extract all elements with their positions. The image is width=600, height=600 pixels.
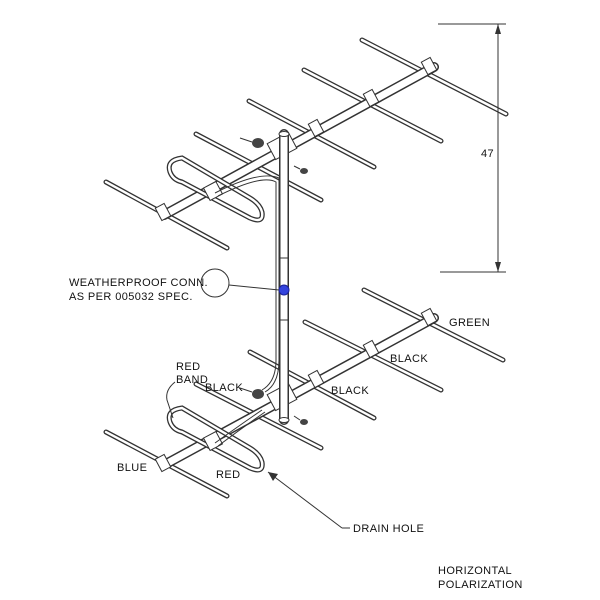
upper-boom-clamps: [154, 56, 438, 222]
weatherproof-callout: WEATHERPROOF CONN. AS PER 005032 SPEC.: [69, 268, 280, 303]
red-band-callout: RED BAND: [166, 361, 208, 419]
polarization-line1: HORIZONTAL: [438, 565, 512, 577]
red-band-label-line2: BAND: [176, 374, 208, 386]
lower-antenna: [103, 287, 506, 499]
drain-hole-label: DRAIN HOLE: [353, 523, 424, 535]
blue-label: BLUE: [117, 462, 147, 474]
weatherproof-label-line2: AS PER 005032 SPEC.: [69, 291, 193, 303]
polarization-line2: POLARIZATION: [438, 579, 523, 591]
dimension-label: 47: [481, 148, 494, 160]
lower-folded-dipole: [166, 405, 265, 473]
red-band-label-line1: RED: [176, 361, 200, 373]
drain-hole-callout: DRAIN HOLE: [267, 471, 424, 535]
black-label-3: BLACK: [205, 382, 243, 394]
red-label: RED: [216, 469, 240, 481]
upper-antenna: [103, 37, 509, 251]
feed-cables: [214, 175, 280, 447]
black-label-2: BLACK: [331, 385, 369, 397]
wire-labels: GREEN BLACK BLACK BLACK BLUE RED: [117, 317, 490, 481]
dimension-47: 47: [438, 23, 506, 273]
weatherproof-label-line1: WEATHERPROOF CONN.: [69, 277, 208, 289]
polarization-note: HORIZONTAL POLARIZATION: [438, 565, 523, 591]
green-label: GREEN: [449, 317, 490, 329]
weatherproof-connector: [278, 284, 290, 296]
upper-folded-dipole: [166, 155, 265, 223]
lower-boom-clamps: [154, 307, 438, 473]
vertical-mast: [278, 129, 290, 425]
black-label-1: BLACK: [390, 353, 428, 365]
